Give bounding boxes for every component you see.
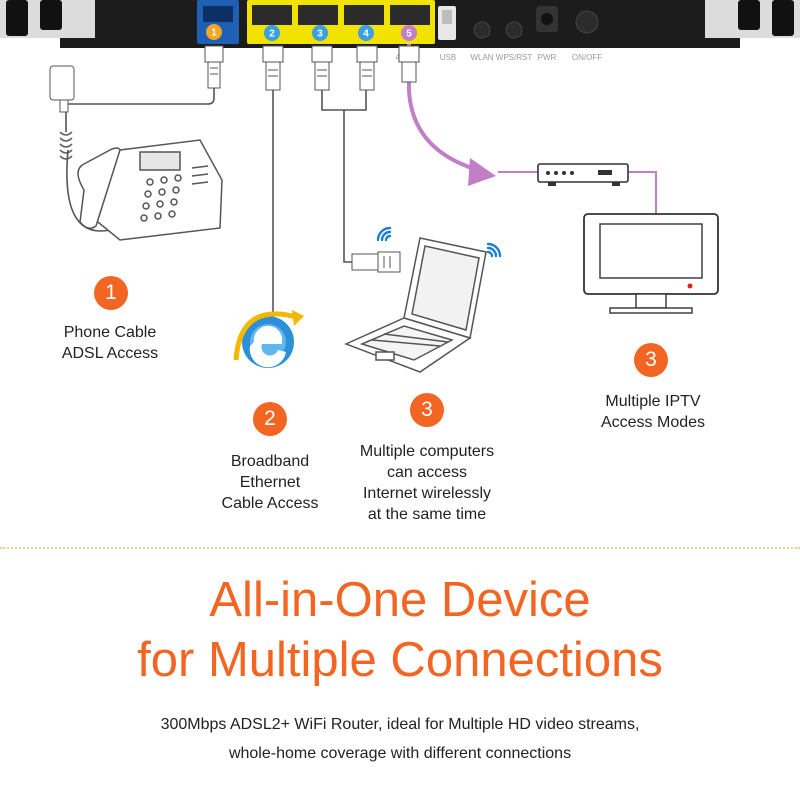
port-2-indicator: 2 <box>264 25 280 41</box>
wifi-icon-left <box>376 226 392 242</box>
feature-caption-iptv: Multiple IPTV Access Modes <box>580 391 726 433</box>
caption-line: Cable Access <box>221 495 319 512</box>
headline: All-in-One Device for Multiple Connectio… <box>0 570 800 690</box>
caption-line: Access Modes <box>600 414 706 431</box>
caption-line: ADSL Access <box>61 345 159 362</box>
caption-line: at the same time <box>367 506 487 523</box>
port-3-indicator: 3 <box>312 25 328 41</box>
feature-badge-broadband: 2 <box>253 402 287 436</box>
section-divider <box>0 547 800 549</box>
feature-caption-phone: Phone Cable ADSL Access <box>40 322 180 364</box>
lan-port-housing <box>247 0 435 44</box>
router-port-label: PWR <box>538 53 557 62</box>
power-switch <box>575 10 599 34</box>
port-5-indicator: 5 <box>401 25 417 41</box>
feature-caption-broadband: Broadband Ethernet Cable Access <box>200 451 340 514</box>
wlan-button <box>473 21 491 39</box>
headline-line: for Multiple Connections <box>137 633 663 687</box>
router-port-label: USB <box>440 53 456 62</box>
port-4-indicator: 4 <box>358 25 374 41</box>
headline-line: All-in-One Device <box>209 573 591 627</box>
subheadline-line: 300Mbps ADSL2+ WiFi Router, ideal for Mu… <box>160 716 640 733</box>
wifi-icon-right <box>486 242 502 258</box>
wps-button <box>505 21 523 39</box>
router-port-label: WLAN <box>470 53 493 62</box>
internet-icon <box>233 310 304 368</box>
port-1-indicator: 1 <box>206 24 222 40</box>
caption-line: Phone Cable <box>63 324 157 341</box>
port-number: 3 <box>317 29 323 40</box>
telephone-icon <box>77 139 223 241</box>
port-number: 4 <box>363 29 369 40</box>
caption-line: Ethernet <box>239 474 301 491</box>
feature-badge-phone: 1 <box>94 276 128 310</box>
lan-cable <box>321 90 367 263</box>
ethernet-plug-lan4 <box>356 45 378 91</box>
ethernet-plug-lan3 <box>311 45 333 91</box>
router-port-label: WPS/RST <box>496 53 533 62</box>
ethernet-plug-broadband <box>262 45 284 91</box>
caption-line: can access <box>386 464 468 481</box>
laptop-icon <box>344 237 487 373</box>
laptop-ethernet-plug <box>351 251 401 273</box>
caption-line: Internet wirelessly <box>362 485 492 502</box>
feature-caption-wireless: Multiple computers can access Internet w… <box>342 441 512 525</box>
caption-line: Multiple computers <box>359 443 495 460</box>
iptv-cable <box>407 44 657 214</box>
rj11-plug <box>204 45 224 89</box>
port-number: 1 <box>211 28 217 39</box>
antenna-right <box>738 0 760 30</box>
port-number: 5 <box>406 29 412 40</box>
caption-line: Multiple IPTV <box>605 393 701 410</box>
feature-badge-wireless: 3 <box>410 393 444 427</box>
antenna-left <box>6 0 28 36</box>
subheadline-line: whole-home coverage with different conne… <box>228 745 572 762</box>
port-number: 2 <box>269 29 275 40</box>
feature-badge-iptv: 3 <box>634 343 668 377</box>
ethernet-plug-iptv <box>398 45 420 83</box>
phone-wall-plug <box>49 65 75 113</box>
caption-line: Broadband <box>230 453 310 470</box>
tv-monitor-icon <box>583 213 719 314</box>
phone-cable <box>59 80 215 232</box>
router-port-label: ON/OFF <box>572 53 602 62</box>
set-top-box-icon <box>537 163 629 186</box>
subheadline: 300Mbps ADSL2+ WiFi Router, ideal for Mu… <box>0 710 800 768</box>
